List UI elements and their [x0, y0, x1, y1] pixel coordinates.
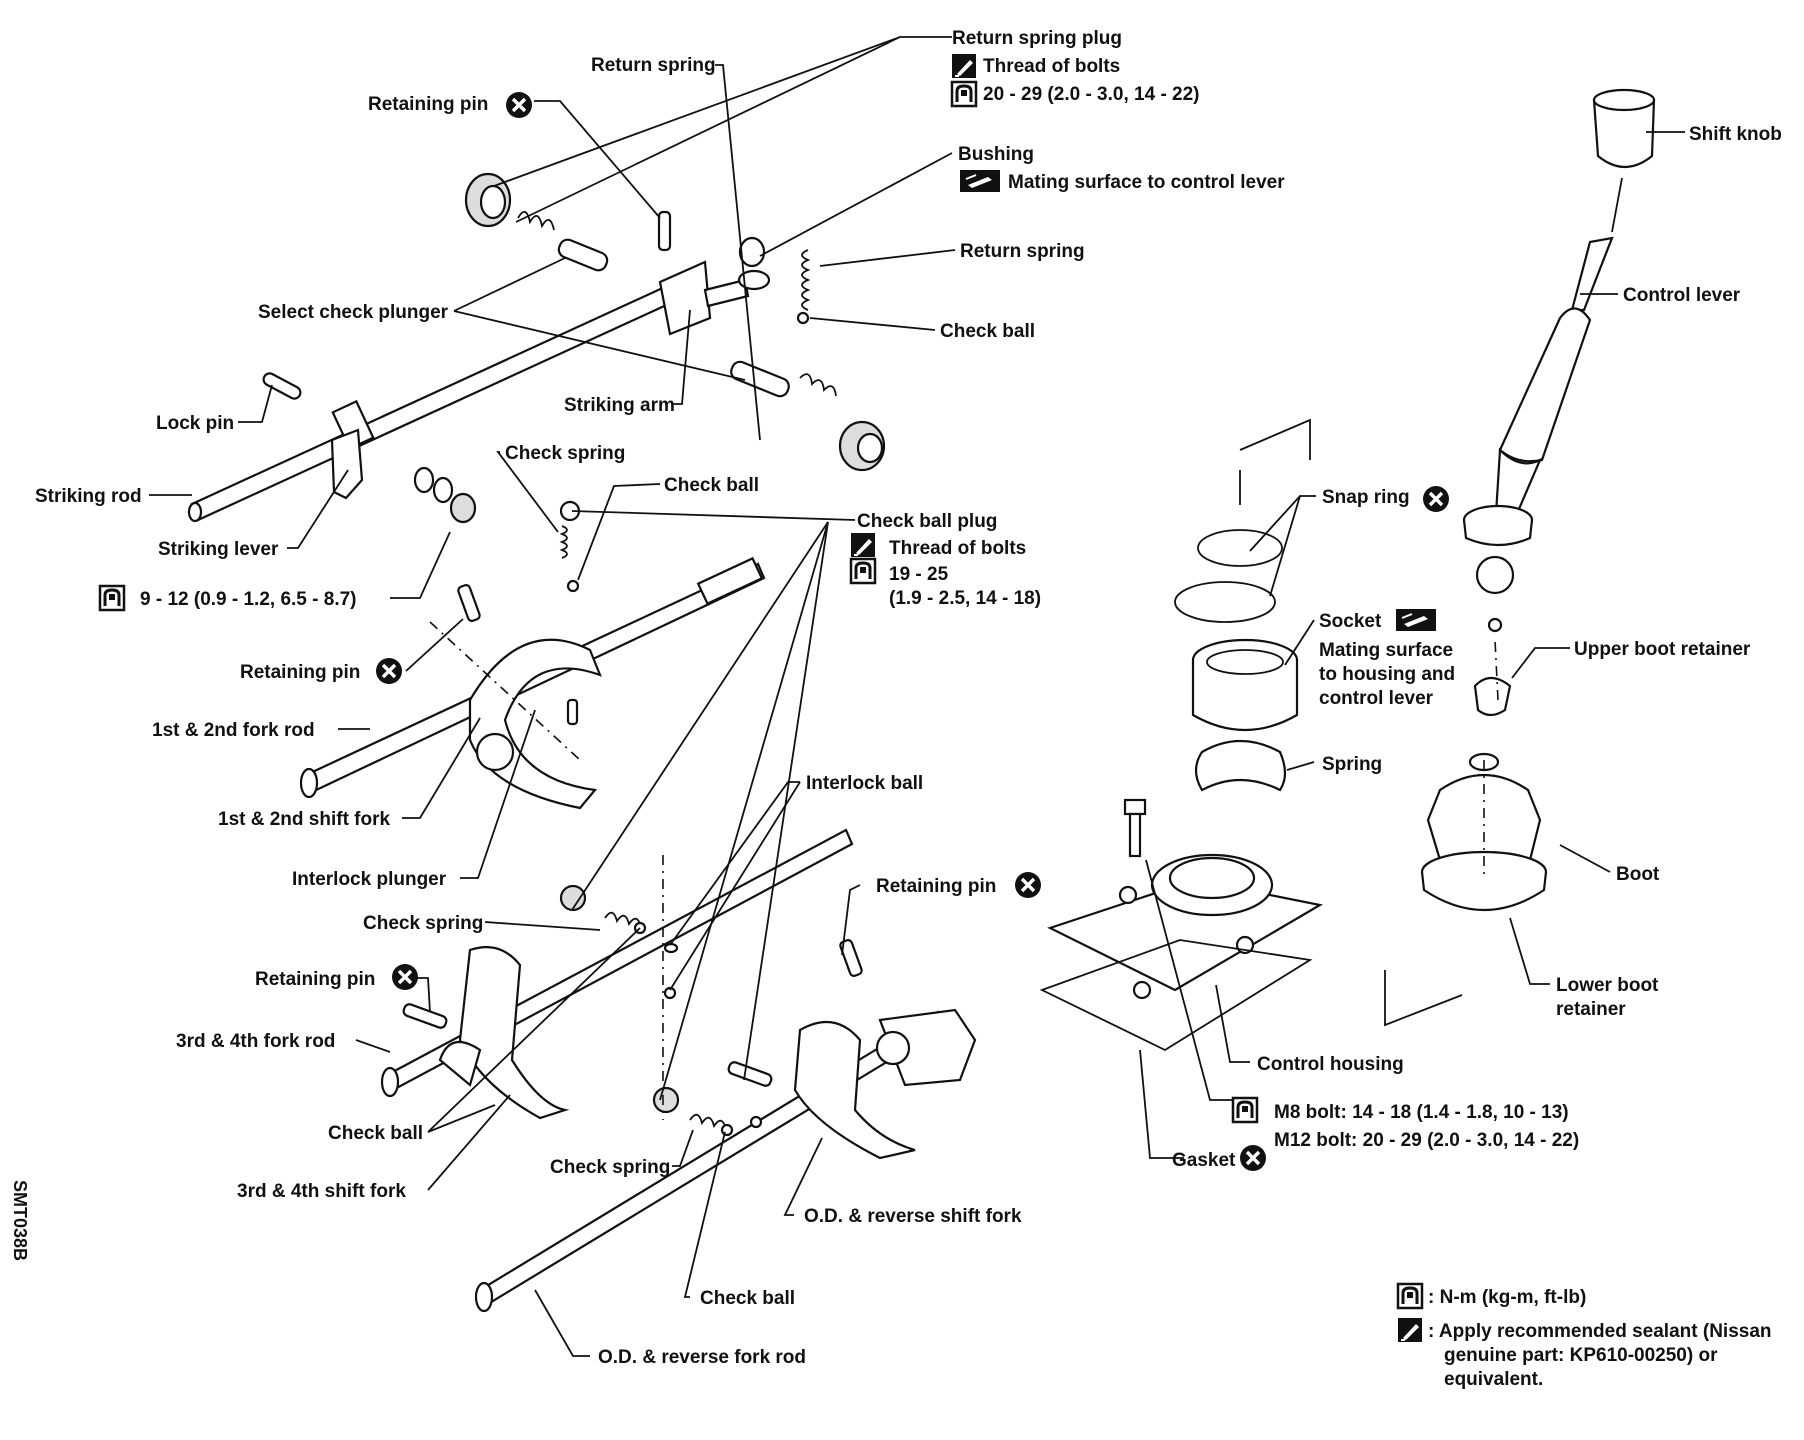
legend-sealant-1: : Apply recommended sealant (Nissan [1428, 1321, 1772, 1342]
grease-icon [1395, 608, 1437, 632]
label-od-shift-fork: O.D. & reverse shift fork [804, 1206, 1022, 1227]
part-labels: Return spring plug Thread of bolts 20 - … [35, 28, 1782, 1368]
label-check-ball-mid: Check ball [664, 475, 759, 496]
label-check-ball-left: Check ball [328, 1123, 423, 1144]
label-lock-pin: Lock pin [156, 413, 234, 434]
torque-wrench-icon [1231, 1096, 1259, 1124]
label-retaining-pin-right: Retaining pin [876, 876, 996, 897]
do-not-reuse-icon [1421, 484, 1451, 514]
torque-wrench-icon [1396, 1282, 1424, 1310]
label-torque-lever: 9 - 12 (0.9 - 1.2, 6.5 - 8.7) [140, 589, 357, 610]
label-check-spring-low: Check spring [550, 1157, 670, 1178]
label-socket-note-2: to housing and [1319, 664, 1455, 685]
label-torque-plug-1: 19 - 25 [889, 564, 949, 585]
label-shift-fork-34: 3rd & 4th shift fork [237, 1181, 406, 1202]
label-control-housing: Control housing [1257, 1054, 1404, 1075]
legend-torque: : N-m (kg-m, ft-lb) [1428, 1287, 1586, 1308]
sealant-icon [951, 53, 977, 79]
label-shift-knob: Shift knob [1689, 124, 1782, 145]
label-retaining-pin-top: Retaining pin [368, 94, 488, 115]
label-check-ball-plug: Check ball plug [857, 511, 997, 532]
label-fork-rod-34: 3rd & 4th fork rod [176, 1031, 335, 1052]
control-lever-assembly [1384, 88, 1656, 1027]
grease-icon [959, 169, 1001, 193]
label-striking-rod: Striking rod [35, 486, 142, 507]
label-boot: Boot [1616, 864, 1660, 885]
label-check-ball-top: Check ball [940, 321, 1035, 342]
legend-sealant-3: equivalent. [1444, 1369, 1543, 1390]
label-bushing: Bushing [958, 144, 1034, 165]
label-spring: Spring [1322, 754, 1382, 775]
leader-lines [149, 36, 1685, 1357]
label-return-spring-right: Return spring [960, 241, 1085, 262]
do-not-reuse-icon [374, 656, 404, 686]
label-select-check-plunger: Select check plunger [258, 302, 449, 323]
label-od-fork-rod: O.D. & reverse fork rod [598, 1347, 806, 1368]
label-gasket: Gasket [1172, 1150, 1236, 1171]
do-not-reuse-icon [1238, 1143, 1268, 1173]
label-thread-of-bolts-2: Thread of bolts [889, 538, 1026, 559]
sealant-icon [850, 532, 876, 558]
fork-rods-and-shift-forks [299, 500, 977, 1313]
label-shift-fork-12: 1st & 2nd shift fork [218, 809, 391, 830]
label-socket-note-1: Mating surface [1319, 640, 1453, 661]
striking-rod-assembly [187, 172, 886, 524]
control-housing-assembly [1039, 418, 1324, 1052]
label-lower-boot-retainer-1: Lower boot [1556, 975, 1659, 996]
do-not-reuse-icon [504, 90, 534, 120]
label-interlock-plunger: Interlock plunger [292, 869, 447, 890]
label-torque-plug-2: (1.9 - 2.5, 14 - 18) [889, 588, 1041, 609]
label-thread-of-bolts: Thread of bolts [983, 56, 1120, 77]
label-fork-rod-12: 1st & 2nd fork rod [152, 720, 315, 741]
torque-wrench-icon [950, 80, 978, 108]
do-not-reuse-icon [1013, 870, 1043, 900]
label-socket-note-3: control lever [1319, 688, 1434, 709]
label-bushing-note: Mating surface to control lever [1008, 172, 1285, 193]
label-interlock-ball: Interlock ball [806, 773, 923, 794]
label-striking-lever: Striking lever [158, 539, 279, 560]
label-upper-boot-retainer: Upper boot retainer [1574, 639, 1751, 660]
do-not-reuse-icon [390, 962, 420, 992]
label-return-spring-plug: Return spring plug [952, 28, 1122, 49]
label-m12-bolt: M12 bolt: 20 - 29 (2.0 - 3.0, 14 - 22) [1274, 1130, 1579, 1151]
sealant-icon [1397, 1317, 1423, 1343]
torque-wrench-icon [98, 584, 126, 612]
label-socket: Socket [1319, 611, 1382, 632]
label-striking-arm: Striking arm [564, 395, 675, 416]
label-retaining-pin-mid: Retaining pin [240, 662, 360, 683]
label-check-spring-top: Check spring [505, 443, 625, 464]
label-retaining-pin-left: Retaining pin [255, 969, 375, 990]
legend-sealant-2: genuine part: KP610-00250) or [1444, 1345, 1718, 1366]
label-m8-bolt: M8 bolt: 14 - 18 (1.4 - 1.8, 10 - 13) [1274, 1102, 1569, 1123]
legend: : N-m (kg-m, ft-lb) : Apply recommended … [1428, 1287, 1772, 1390]
torque-wrench-icon [849, 557, 877, 585]
label-lower-boot-retainer-2: retainer [1556, 999, 1626, 1020]
label-return-spring-top: Return spring [591, 55, 716, 76]
label-check-ball-low: Check ball [700, 1288, 795, 1309]
label-snap-ring: Snap ring [1322, 487, 1410, 508]
figure-code: SMT038B [10, 1180, 30, 1261]
label-torque-return-plug: 20 - 29 (2.0 - 3.0, 14 - 22) [983, 84, 1200, 105]
label-check-spring-mid: Check spring [363, 913, 483, 934]
label-control-lever: Control lever [1623, 285, 1741, 306]
